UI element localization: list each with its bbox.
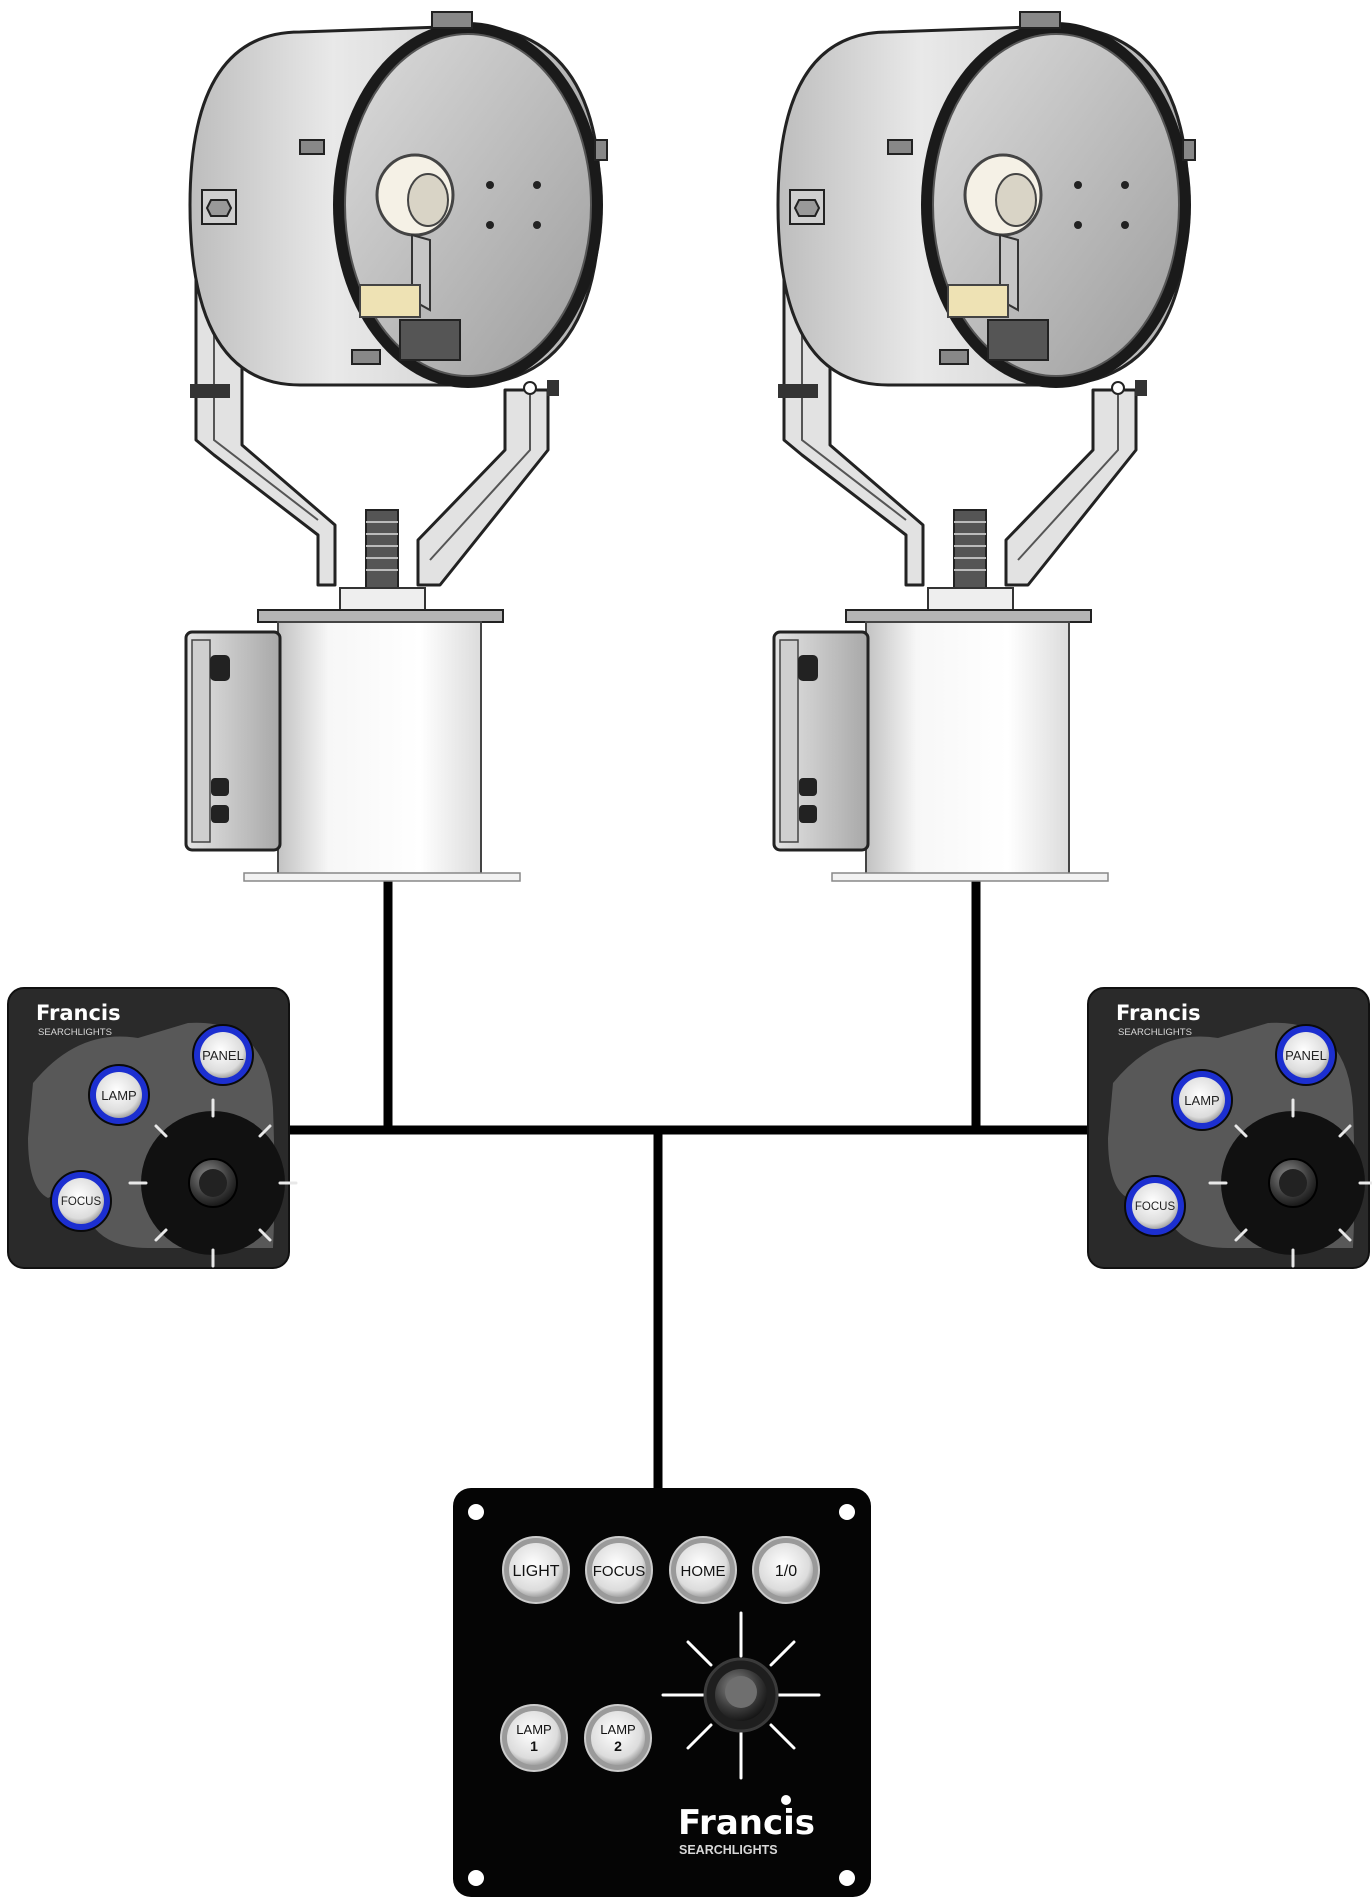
- remote-left-panel-button[interactable]: PANEL: [192, 1024, 254, 1086]
- light-button[interactable]: LIGHT: [502, 1536, 570, 1604]
- home-button[interactable]: HOME: [669, 1536, 737, 1604]
- remote-left-focus-button[interactable]: FOCUS: [50, 1170, 112, 1232]
- remote-right-focus-button[interactable]: FOCUS: [1124, 1175, 1186, 1237]
- master-joystick[interactable]: [661, 1611, 821, 1780]
- focus-button[interactable]: FOCUS: [585, 1536, 653, 1604]
- mount-hole-bottom-right: [839, 1870, 855, 1886]
- light-button-label: LIGHT: [512, 1563, 559, 1580]
- remote-panel-right: Francis SEARCHLIGHTS PANEL LAMP FOCUS: [1086, 986, 1372, 1270]
- master-control-panel: LIGHT FOCUS HOME 1/0 LAMP 1 LAMP: [453, 1488, 871, 1897]
- remote-left-brand: Francis: [36, 1001, 121, 1025]
- cable-network: [285, 878, 1090, 1492]
- remote-left-panel-label: PANEL: [202, 1048, 244, 1063]
- remote-right-brand: Francis: [1116, 1001, 1201, 1025]
- remote-right-lamp-label: LAMP: [1184, 1093, 1219, 1108]
- searchlight-right: [772, 10, 1197, 883]
- remote-left-joystick[interactable]: [187, 1157, 239, 1209]
- remote-right-focus-label: FOCUS: [1135, 1201, 1176, 1213]
- mount-hole-bottom-left: [468, 1870, 484, 1886]
- searchlight-left: [184, 10, 609, 883]
- remote-panel-left: Francis SEARCHLIGHTS PANEL LAMP FOCUS: [6, 986, 298, 1270]
- mount-hole-top-right: [839, 1504, 855, 1520]
- mount-hole-top-left: [468, 1504, 484, 1520]
- home-button-label: HOME: [681, 1563, 726, 1580]
- focus-button-label: FOCUS: [593, 1563, 646, 1580]
- remote-right-panel-label: PANEL: [1285, 1048, 1327, 1063]
- power-button[interactable]: 1/0: [752, 1536, 820, 1604]
- remote-left-brand-sub: SEARCHLIGHTS: [38, 1027, 112, 1038]
- remote-left-focus-label: FOCUS: [61, 1196, 102, 1208]
- lamp-1-button[interactable]: LAMP 1: [500, 1704, 568, 1772]
- lamp-1-label-top: LAMP: [516, 1722, 551, 1737]
- master-brand: Francis: [678, 1803, 815, 1843]
- remote-right-panel-button[interactable]: PANEL: [1275, 1024, 1337, 1086]
- lamp-1-label-num: 1: [530, 1738, 538, 1754]
- joystick-direction-marks: [661, 1611, 821, 1780]
- power-button-label: 1/0: [775, 1563, 797, 1580]
- lamp-2-button[interactable]: LAMP 2: [584, 1704, 652, 1772]
- lamp-2-label-top: LAMP: [600, 1722, 635, 1737]
- lamp-2-label-num: 2: [614, 1738, 622, 1754]
- brand-dot: [781, 1795, 791, 1805]
- master-brand-sub: SEARCHLIGHTS: [679, 1843, 778, 1857]
- remote-right-lamp-button[interactable]: LAMP: [1171, 1069, 1233, 1131]
- remote-left-lamp-button[interactable]: LAMP: [88, 1064, 150, 1126]
- remote-left-lamp-label: LAMP: [101, 1088, 136, 1103]
- remote-right-brand-sub: SEARCHLIGHTS: [1118, 1027, 1192, 1038]
- remote-right-joystick[interactable]: [1267, 1157, 1319, 1209]
